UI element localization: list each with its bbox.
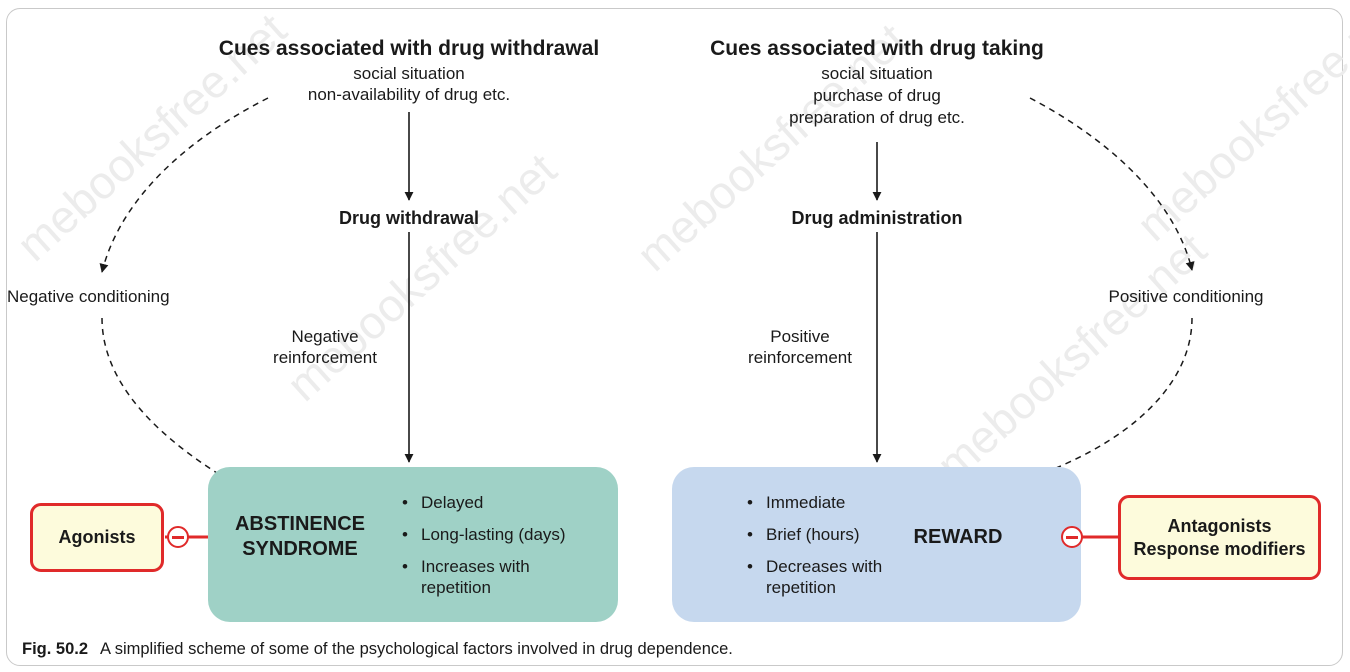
reward-bullet: Decreases with repetition xyxy=(747,556,900,598)
figure-caption: Fig. 50.2 A simplified scheme of some of … xyxy=(22,640,733,659)
response-modifiers-label: Response modifiers xyxy=(1133,538,1306,559)
positive-reinforcement-line: Positive xyxy=(770,327,830,346)
negative-reinforcement-line: Negative xyxy=(291,327,359,346)
reward-bullet: Immediate xyxy=(747,492,900,513)
positive-reinforcement-line: reinforcement xyxy=(748,348,852,367)
inhibit-minus-icon xyxy=(167,526,189,548)
negative-reinforcement-line: reinforcement xyxy=(273,348,377,367)
positive-conditioning-label: Positive conditioning xyxy=(1108,287,1264,306)
agonists-label: Agonists xyxy=(58,527,136,547)
inhibit-minus-icon xyxy=(1061,526,1083,548)
negative-reinforcement-label: Negative reinforcement xyxy=(250,326,400,368)
antagonists-box: Antagonists Response modifiers xyxy=(1118,495,1321,580)
cues-taking-title: Cues associated with drug taking xyxy=(710,37,1044,60)
reward-bullet: Brief (hours) xyxy=(747,524,900,545)
figure-caption-text: A simplified scheme of some of the psych… xyxy=(100,640,733,658)
antagonists-label: Antagonists xyxy=(1167,515,1272,536)
cues-withdrawal-line: social situation xyxy=(353,64,465,83)
abstinence-bullet: Long-lasting (days) xyxy=(402,524,566,545)
arrow-negative-conditioning-upper xyxy=(99,97,269,273)
cues-withdrawal-line: non-availability of drug etc. xyxy=(307,85,511,104)
abstinence-syndrome-title: ABSTINENCE SYNDROME xyxy=(215,512,385,562)
drug-withdrawal-label: Drug withdrawal xyxy=(338,208,479,228)
arrow-positive-conditioning-lower xyxy=(1007,317,1193,488)
drug-administration-label: Drug administration xyxy=(791,208,963,228)
abstinence-bullet-list: Delayed Long-lasting (days) Increases wi… xyxy=(402,492,566,598)
negative-conditioning-label: Negative conditioning xyxy=(7,287,170,306)
cues-withdrawal-title: Cues associated with drug withdrawal xyxy=(218,37,600,60)
cues-taking-line: social situation xyxy=(821,64,933,83)
cues-taking-line: purchase of drug xyxy=(813,86,941,105)
abstinence-title-line: ABSTINENCE xyxy=(234,513,365,535)
positive-reinforcement-label: Positive reinforcement xyxy=(725,326,875,368)
agonists-box: Agonists xyxy=(30,503,164,572)
abstinence-title-line: SYNDROME xyxy=(242,538,358,560)
abstinence-bullet: Delayed xyxy=(402,492,566,513)
cues-taking-line: preparation of drug etc. xyxy=(789,108,965,127)
arrow-positive-conditioning-upper xyxy=(1029,97,1195,271)
reward-bullet-list: Immediate Brief (hours) Decreases with r… xyxy=(747,492,900,598)
reward-title: REWARD xyxy=(913,526,1003,548)
figure-frame xyxy=(6,8,1343,666)
figure-number: Fig. 50.2 xyxy=(22,640,89,658)
abstinence-bullet: Increases with repetition xyxy=(402,556,561,598)
